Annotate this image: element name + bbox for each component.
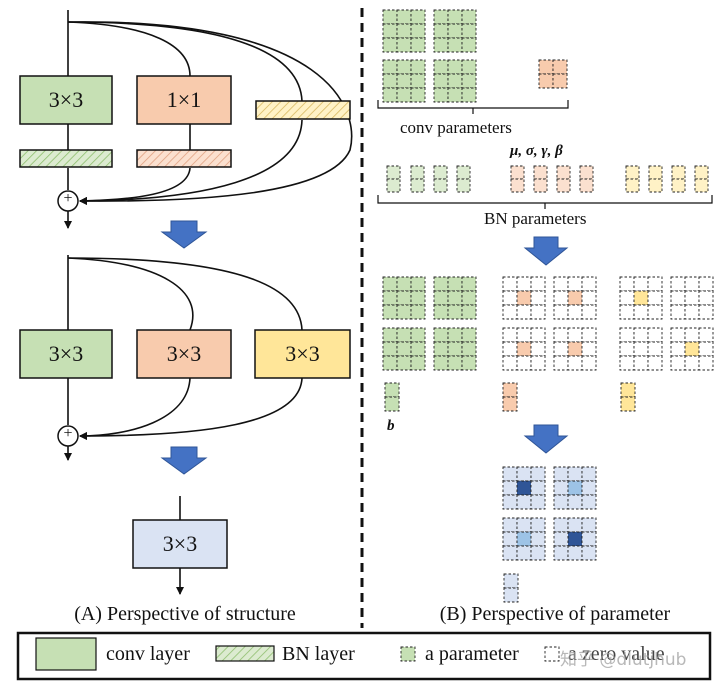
- legend: [16, 631, 712, 681]
- conv-kernel-green-3: [382, 59, 426, 103]
- padded-kernel-orange-4: [553, 327, 597, 371]
- legend-bn-text: BN layer: [282, 643, 355, 665]
- bn-symbols-label: μ, σ, γ, β: [510, 143, 563, 159]
- fused-conv3x3-box: [132, 519, 228, 569]
- watermark: 知乎 @dlutjhub: [560, 650, 687, 670]
- fused-kernel-green-3: [382, 327, 426, 371]
- legend-parameter-swatch: [400, 646, 416, 662]
- down-arrow-1: [160, 220, 208, 249]
- bn-param-yellow-1: [625, 165, 640, 193]
- add-node-1: [57, 190, 79, 212]
- bn-param-yellow-3: [671, 165, 686, 193]
- bias-orange: [502, 382, 518, 412]
- conv3x3-box-1: [19, 75, 113, 125]
- conv-kernel-green-2: [433, 9, 477, 53]
- conv3x3-label-green-2: 3×3: [48, 341, 84, 366]
- legend-param-text: a parameter: [425, 643, 519, 665]
- plus-symbol-1: +: [63, 190, 73, 207]
- conv-kernel-orange-1x1: [538, 59, 568, 89]
- bn-bar-green: [19, 149, 113, 168]
- identity-kernel-3: [619, 327, 663, 371]
- down-arrow-2: [160, 446, 208, 475]
- fused-kernel-green-4: [433, 327, 477, 371]
- bn-param-orange-3: [556, 165, 571, 193]
- final-kernel-3: [502, 517, 546, 561]
- legend-bn-swatch: [215, 645, 275, 662]
- conv-kernel-green-4: [433, 59, 477, 103]
- plus-symbol-2: +: [63, 425, 73, 442]
- padded-kernel-orange-1: [502, 276, 546, 320]
- block-1: [64, 10, 353, 229]
- bn-param-yellow-2: [648, 165, 663, 193]
- bn-param-orange-4: [579, 165, 594, 193]
- conv3x3-box-orange-2: [136, 329, 232, 379]
- bn-param-orange-1: [510, 165, 525, 193]
- fused-kernel-green-1: [382, 276, 426, 320]
- bn-bar-yellow: [255, 100, 351, 120]
- add-node-2: [57, 425, 79, 447]
- legend-conv-text: conv layer: [106, 643, 190, 665]
- bn-params-label: BN parameters: [484, 209, 587, 228]
- final-kernel-4: [553, 517, 597, 561]
- conv3x3-label-yellow-2: 3×3: [285, 341, 320, 366]
- bias-yellow: [620, 382, 636, 412]
- identity-kernel-4: [670, 327, 714, 371]
- conv-kernel-green-1: [382, 9, 426, 53]
- parameter-grids: [382, 9, 714, 603]
- bn-param-orange-2: [533, 165, 548, 193]
- fused-kernel-green-2: [433, 276, 477, 320]
- final-kernel-1: [502, 466, 546, 510]
- bias-green: [384, 382, 400, 412]
- conv-params-brace: [377, 100, 569, 114]
- identity-kernel-2: [670, 276, 714, 320]
- bn-param-green-2: [410, 165, 425, 193]
- final-kernel-2: [553, 466, 597, 510]
- legend-frame: [16, 631, 712, 681]
- panel-a: [19, 10, 353, 595]
- conv3x3-label-orange-2: 3×3: [166, 341, 202, 366]
- down-arrow-3: [523, 236, 569, 266]
- bn-param-yellow-4: [694, 165, 709, 193]
- panel-b: [377, 9, 714, 603]
- caption-b: (B) Perspective of parameter: [439, 603, 671, 625]
- conv3x3-box-green-2: [19, 329, 113, 379]
- bias-label: b: [387, 418, 395, 434]
- bn-param-green-4: [456, 165, 471, 193]
- legend-zero-cell: [544, 646, 560, 662]
- legend-conv-swatch: [35, 637, 97, 671]
- bn-param-green-1: [386, 165, 401, 193]
- padded-kernel-orange-2: [553, 276, 597, 320]
- identity-kernel-1: [619, 276, 663, 320]
- bn-params-brace: [377, 195, 713, 209]
- conv1x1-box-1: [136, 75, 232, 125]
- legend-param-cell: [400, 646, 416, 662]
- conv-params-label: conv parameters: [400, 118, 512, 137]
- legend-zero-swatch: [544, 646, 560, 662]
- down-arrow-4: [523, 424, 569, 454]
- conv3x3-box-yellow-2: [254, 329, 351, 379]
- conv1x1-label-1: 1×1: [166, 87, 202, 112]
- conv3x3-label-1: 3×3: [48, 87, 84, 112]
- bn-bar-orange: [136, 149, 232, 168]
- bn-param-green-3: [433, 165, 448, 193]
- final-bias: [503, 573, 519, 603]
- caption-a: (A) Perspective of structure: [74, 603, 296, 625]
- padded-kernel-orange-3: [502, 327, 546, 371]
- block-2: [64, 255, 303, 461]
- legend-zero-text: a zero value: [568, 643, 665, 665]
- fused-conv3x3-label: 3×3: [162, 531, 198, 556]
